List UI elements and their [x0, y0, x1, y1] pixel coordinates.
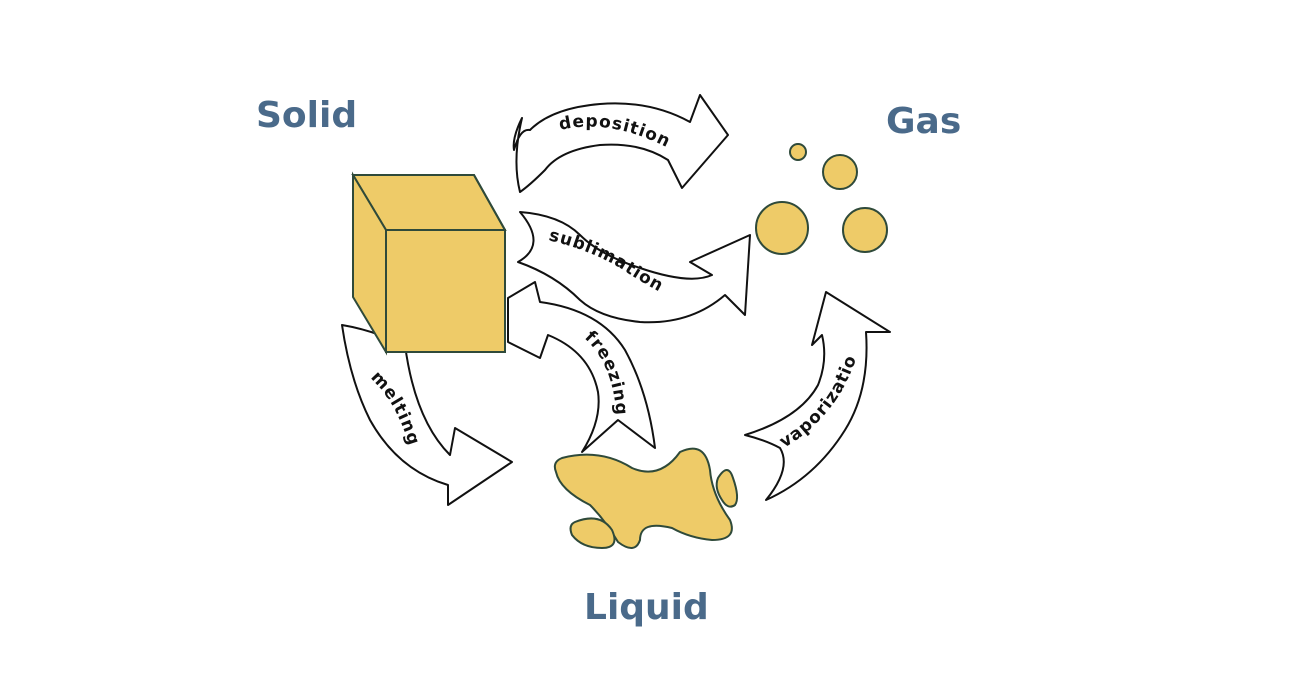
freezing-arrow-shape	[507, 281, 656, 453]
gas-particle-small	[789, 143, 807, 161]
sublimation-arrow-shape	[517, 211, 751, 324]
gas-particle-medium	[822, 154, 858, 190]
cube-front-face	[385, 229, 506, 353]
liquid-puddle	[553, 447, 739, 550]
deposition-arrow: deposition	[512, 94, 729, 193]
gas-particle-large-left	[755, 201, 809, 255]
liquid-label: Liquid	[584, 587, 709, 628]
gas-label: Gas	[886, 101, 962, 142]
gas-particles	[755, 143, 888, 255]
liquid-main-puddle	[553, 447, 733, 549]
solid-label: Solid	[256, 95, 358, 136]
deposition-arrow-shape	[512, 94, 729, 193]
liquid-small-droplet	[569, 517, 616, 550]
solid-cube	[351, 171, 507, 356]
vaporization-arrow-shape	[744, 291, 891, 501]
gas-particle-large-right	[842, 207, 888, 253]
liquid-side-droplet	[715, 469, 739, 508]
cube-edges	[353, 174, 506, 231]
